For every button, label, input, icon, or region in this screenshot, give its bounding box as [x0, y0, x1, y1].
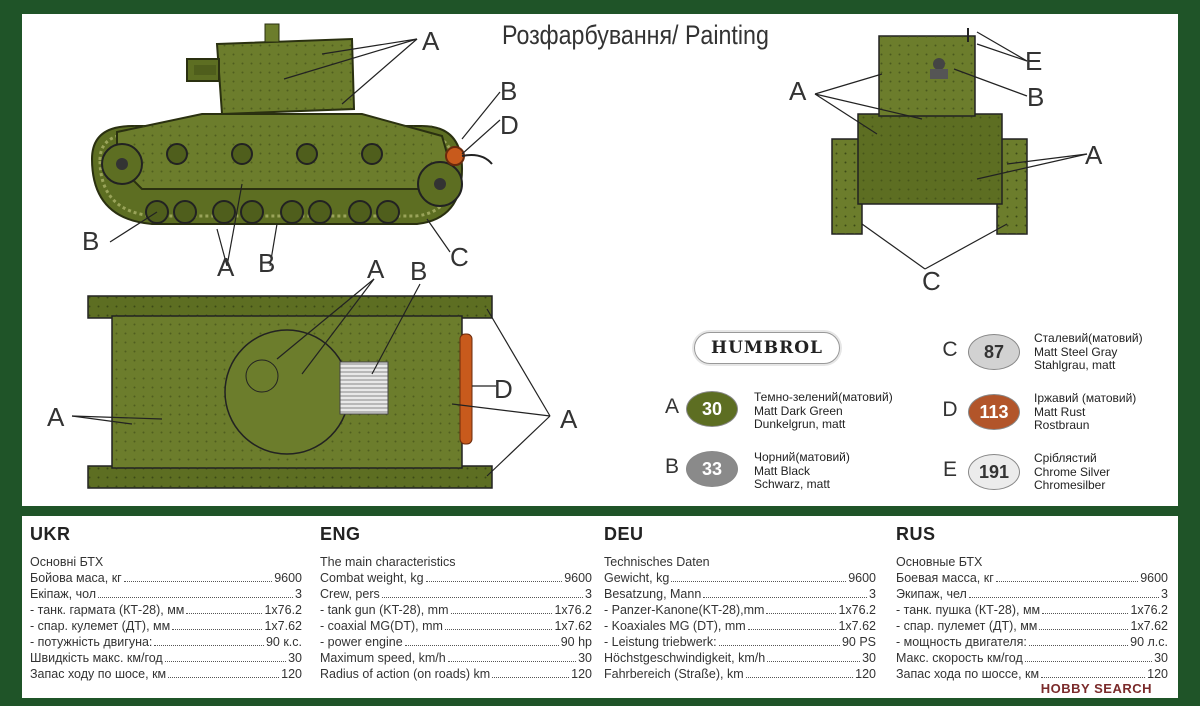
spec-row: - Leistung triebwerk:90 PS	[604, 635, 876, 649]
top-label-a-right: A	[560, 404, 578, 434]
swatch-letter: B	[664, 455, 679, 478]
swatch-oval: 191	[968, 454, 1020, 490]
swatch-letter: A	[664, 395, 679, 418]
swatch-letter: D	[942, 398, 958, 421]
watermark: HOBBY SEARCH	[1040, 681, 1152, 696]
swatch-oval: 30	[686, 391, 738, 427]
humbrol-logo: HUMBROL	[694, 332, 840, 364]
side-label-b: B	[500, 76, 517, 106]
top-label-b: B	[410, 256, 427, 286]
side-label-d: D	[500, 110, 519, 140]
swatch-letter: C	[942, 338, 958, 361]
spec-lang: RUS	[896, 524, 936, 544]
spec-row: - мощность двигателя:90 л.с.	[896, 635, 1168, 649]
front-view-drawing: E B A A C	[789, 28, 1103, 296]
swatch-oval: 33	[686, 451, 738, 487]
spec-lang: DEU	[604, 524, 644, 544]
spec-lang: ENG	[320, 524, 361, 544]
top-label-d: D	[494, 374, 513, 404]
spec-heading: Technisches Daten	[604, 555, 710, 569]
front-label-a-right: A	[1085, 140, 1103, 170]
spec-row: - потужність двигуна:90 к.с.	[30, 635, 302, 649]
side-label-b-bottom: B	[258, 248, 275, 278]
front-label-b: B	[1027, 82, 1044, 112]
page-title: Розфарбування/ Painting	[502, 20, 769, 50]
swatch-oval: 87	[968, 334, 1020, 370]
tank-drawings: A B D B A B C	[47, 23, 1103, 489]
spec-lang: UKR	[30, 524, 71, 544]
front-label-e: E	[1025, 46, 1042, 76]
side-label-b-left: B	[82, 226, 99, 256]
spec-heading: Основные БТХ	[896, 555, 983, 569]
side-label-a: A	[422, 26, 440, 56]
swatch-letter: E	[942, 458, 957, 481]
spec-column-eng: ENG The main characteristics Combat weig…	[320, 524, 592, 683]
spec-heading: The main characteristics	[320, 555, 456, 569]
front-label-a-left: A	[789, 76, 807, 106]
front-label-c: C	[922, 266, 941, 296]
top-label-a: A	[367, 254, 385, 284]
spec-heading: Основні БТХ	[30, 555, 104, 569]
side-view-drawing: A B D B A B C	[82, 23, 519, 282]
top-label-a-left: A	[47, 402, 65, 432]
swatch-oval: 113	[968, 394, 1020, 430]
side-label-c: C	[450, 242, 469, 272]
top-view-drawing: A B A D A	[47, 254, 578, 489]
painting-guide-card: Розфарбування/ Painting	[22, 14, 1178, 698]
side-label-a-bottom: A	[217, 252, 235, 282]
